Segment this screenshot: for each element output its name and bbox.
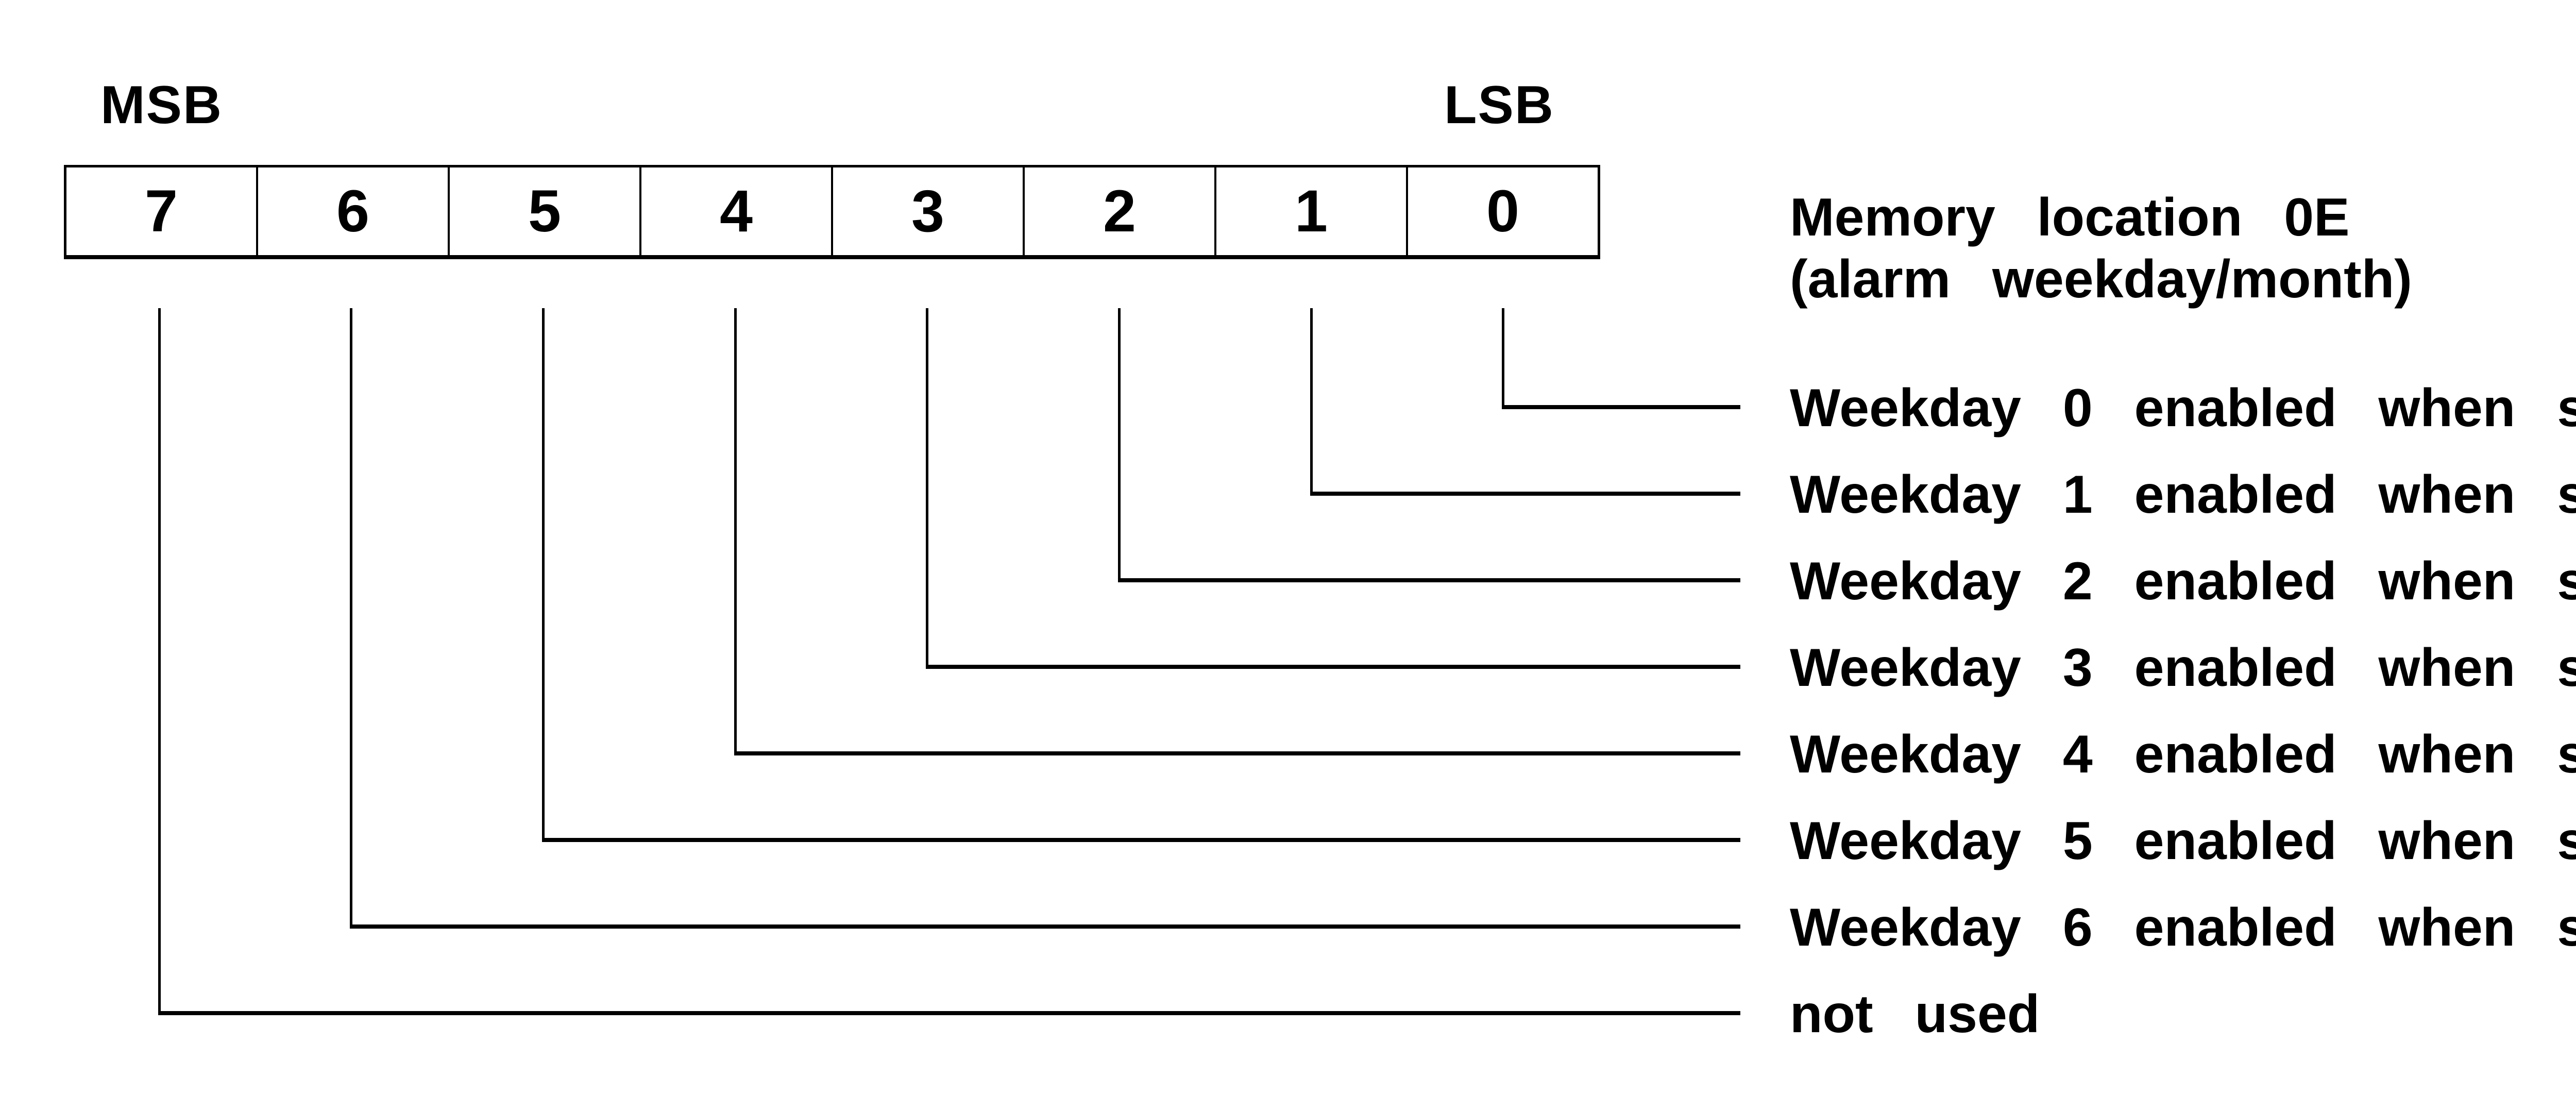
bit-6-description: Weekday 6 enabled when set <box>1790 898 2576 957</box>
bit-3-vertical-line <box>926 308 928 669</box>
bit-cell-3: 3 <box>831 167 1023 255</box>
memory-location-note-line1: Memory location 0E <box>1790 188 2350 247</box>
bit-5-vertical-line <box>542 308 545 842</box>
bit-5-description: Weekday 5 enabled when set <box>1790 811 2576 871</box>
bit-0-description: Weekday 0 enabled when set <box>1790 378 2576 438</box>
bit-7-vertical-line <box>158 308 161 1015</box>
bit-cell-7: 7 <box>145 178 178 244</box>
bit-cell-2: 2 <box>1023 167 1214 255</box>
bit-2-vertical-line <box>1118 308 1121 582</box>
bit-cell-4: 4 <box>639 167 831 255</box>
bit-7-description: not used <box>1790 984 2040 1044</box>
bit-4-description: Weekday 4 enabled when set <box>1790 725 2576 784</box>
bit-0-horizontal-line <box>1502 405 1740 409</box>
bit-1-vertical-line <box>1310 308 1313 496</box>
bit-7-horizontal-line <box>158 1011 1740 1015</box>
register-byte-box: 7 6 5 4 3 2 1 0 <box>64 165 1600 259</box>
lsb-label: LSB <box>1444 75 1554 135</box>
bit-cell-0: 0 <box>1406 167 1598 255</box>
bit-6-vertical-line <box>350 308 352 929</box>
bit-4-horizontal-line <box>734 751 1740 755</box>
bit-3-description: Weekday 3 enabled when set <box>1790 638 2576 698</box>
msb-label: MSB <box>100 75 223 135</box>
bit-0-vertical-line <box>1502 308 1504 409</box>
bit-5-horizontal-line <box>542 838 1740 842</box>
bit-cell-6: 6 <box>256 167 448 255</box>
memory-location-note-line2: (alarm weekday/month) <box>1790 249 2412 309</box>
bit-4-vertical-line <box>734 308 737 755</box>
bit-cell-5: 5 <box>448 167 639 255</box>
bit-6-horizontal-line <box>350 924 1740 929</box>
bit-3-horizontal-line <box>926 665 1740 669</box>
bit-1-horizontal-line <box>1310 492 1740 496</box>
memory-location-note: Memory location 0E (alarm weekday/month) <box>1790 187 2412 310</box>
bit-1-description: Weekday 1 enabled when set <box>1790 465 2576 525</box>
bit-cell-1: 1 <box>1214 167 1406 255</box>
bit-2-horizontal-line <box>1118 578 1740 582</box>
bit-2-description: Weekday 2 enabled when set <box>1790 551 2576 611</box>
